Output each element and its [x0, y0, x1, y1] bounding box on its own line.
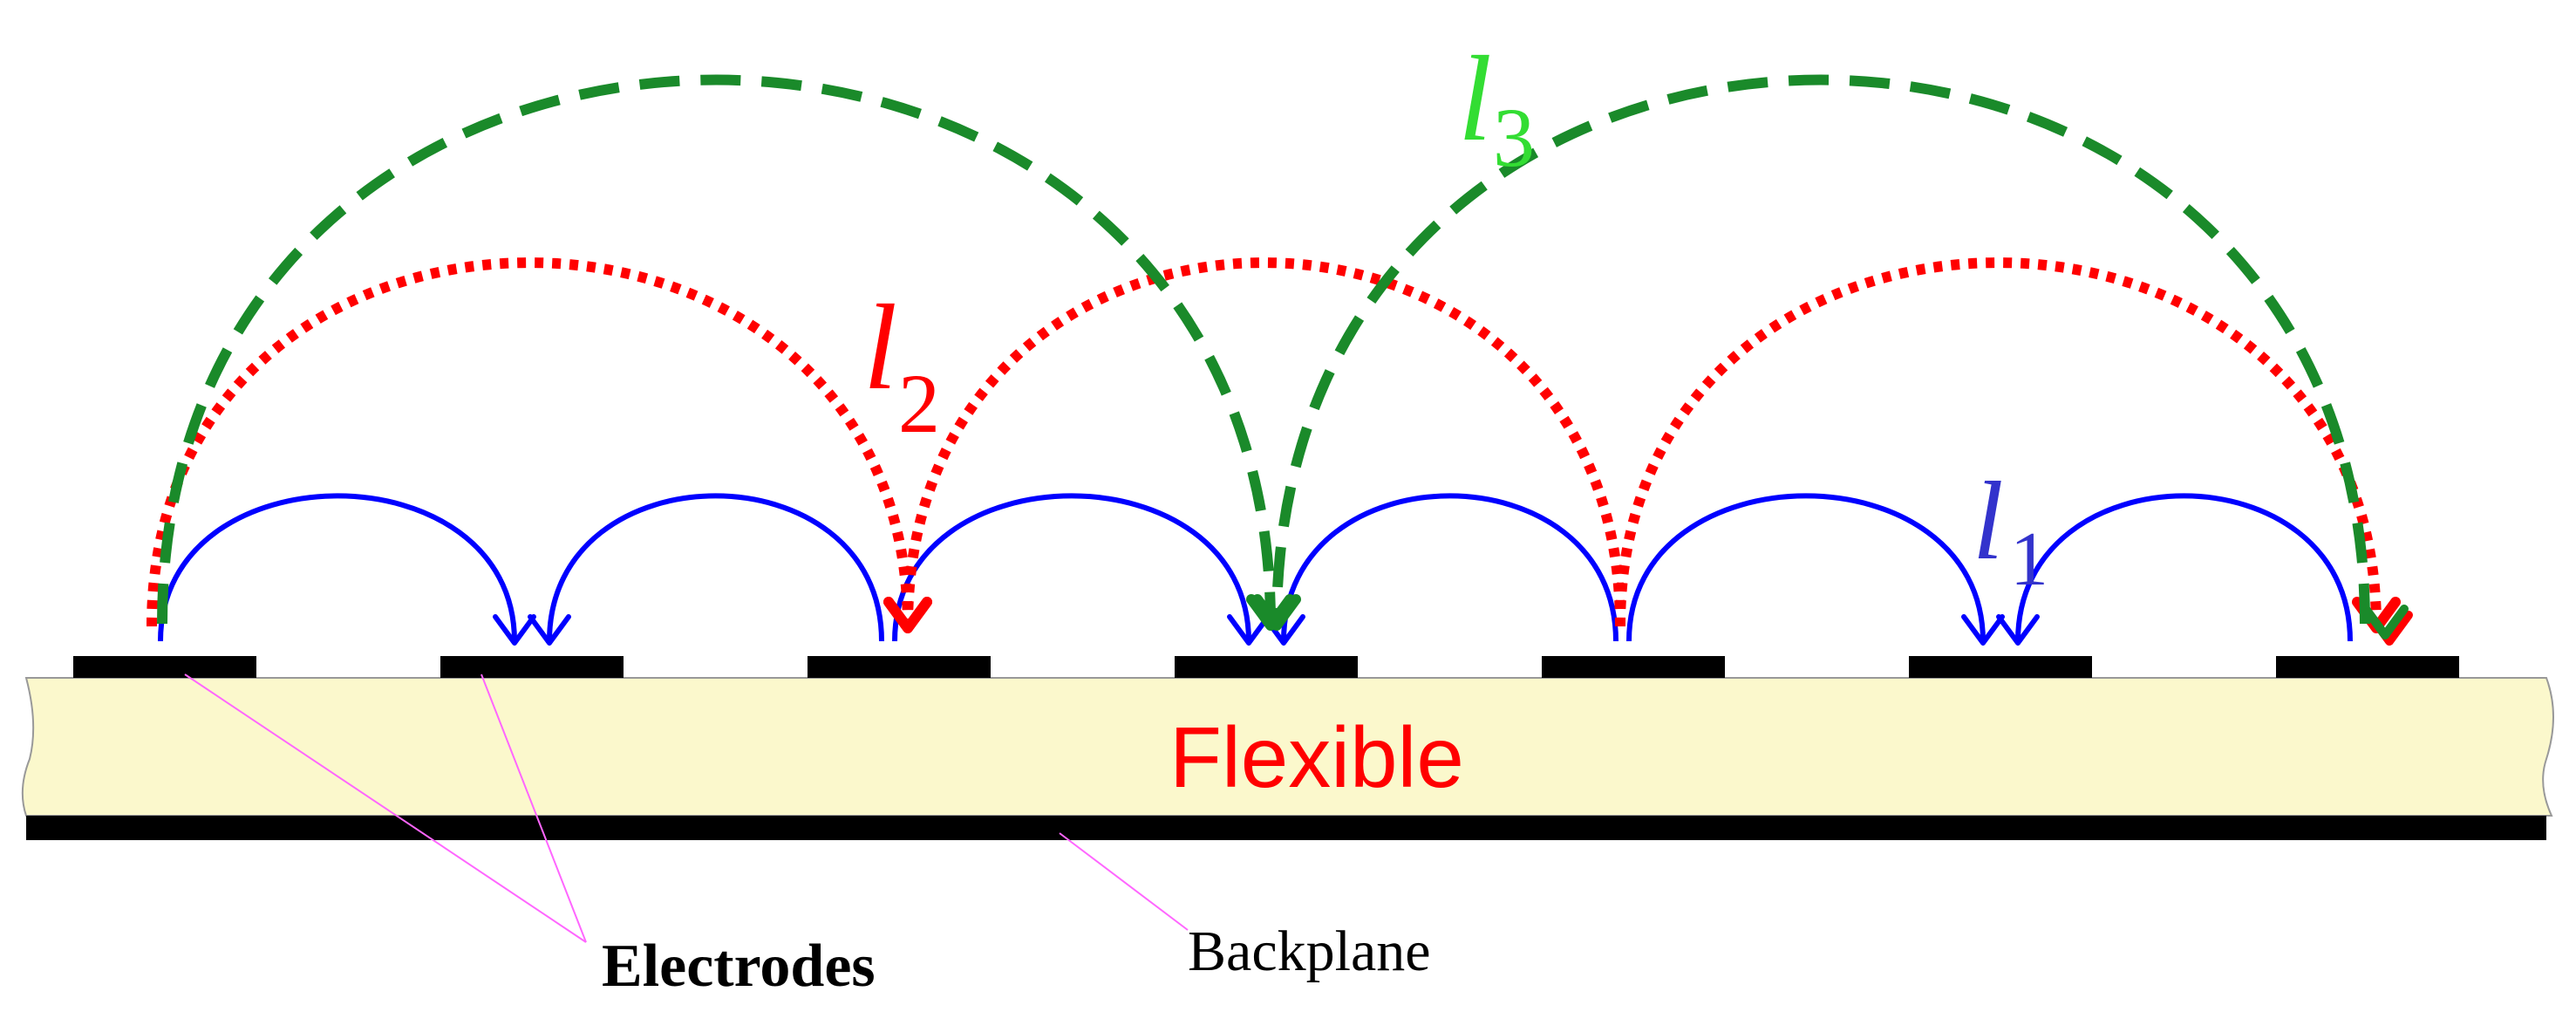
electrode-3 — [808, 656, 991, 678]
l2-label: l 2 — [863, 280, 940, 450]
l3-arc-2 — [1271, 74, 2370, 625]
l1-arc-5 — [1626, 493, 1986, 642]
electrode-2 — [440, 656, 624, 678]
electrodes-label: Electrodes — [602, 933, 876, 1000]
l3-label: l 3 — [1458, 31, 1535, 184]
l2-arc-1 — [147, 257, 913, 627]
electrode-leader-1 — [184, 674, 587, 943]
backplane-leader — [1059, 832, 1189, 931]
l1-arc-6 — [2015, 493, 2353, 642]
l1-label: l 1 — [1973, 459, 2048, 602]
backplane-label: Backplane — [1188, 920, 1431, 983]
l1-arrowhead-6 — [1996, 614, 2040, 646]
l3-field-lines — [157, 74, 2409, 639]
backplane — [26, 816, 2546, 840]
l2-field-lines — [147, 257, 2413, 646]
l1-arc-2 — [547, 493, 884, 642]
l2-arc-2 — [903, 257, 1625, 627]
electrodes-group — [73, 656, 2459, 678]
electrode-leader-2 — [480, 674, 587, 943]
flexible-substrate — [21, 677, 2554, 817]
l2-arrowhead-2 — [883, 597, 932, 633]
electrode-7 — [2276, 656, 2459, 678]
substrate-label: Flexible — [1169, 709, 1464, 805]
l1-arrowhead-3 — [1227, 614, 1271, 646]
l1-arrowhead-1 — [493, 614, 536, 646]
l3-arc-1 — [157, 74, 1276, 625]
l3-arrowhead-2 — [1252, 594, 1301, 631]
electrode-6 — [1909, 656, 2092, 678]
l1-arc-1 — [158, 493, 517, 642]
l1-arc-3 — [892, 493, 1251, 642]
l1-arrowhead-5 — [1961, 614, 2005, 646]
electrode-4 — [1175, 656, 1358, 678]
electrode-5 — [1542, 656, 1725, 678]
l1-arrowhead-2 — [528, 614, 571, 646]
l3-arrowhead-end — [2361, 605, 2409, 639]
electrode-1 — [73, 656, 256, 678]
l1-field-lines — [158, 493, 2353, 646]
l1-arc-4 — [1281, 493, 1619, 642]
l2-arc-3 — [1615, 257, 2382, 627]
